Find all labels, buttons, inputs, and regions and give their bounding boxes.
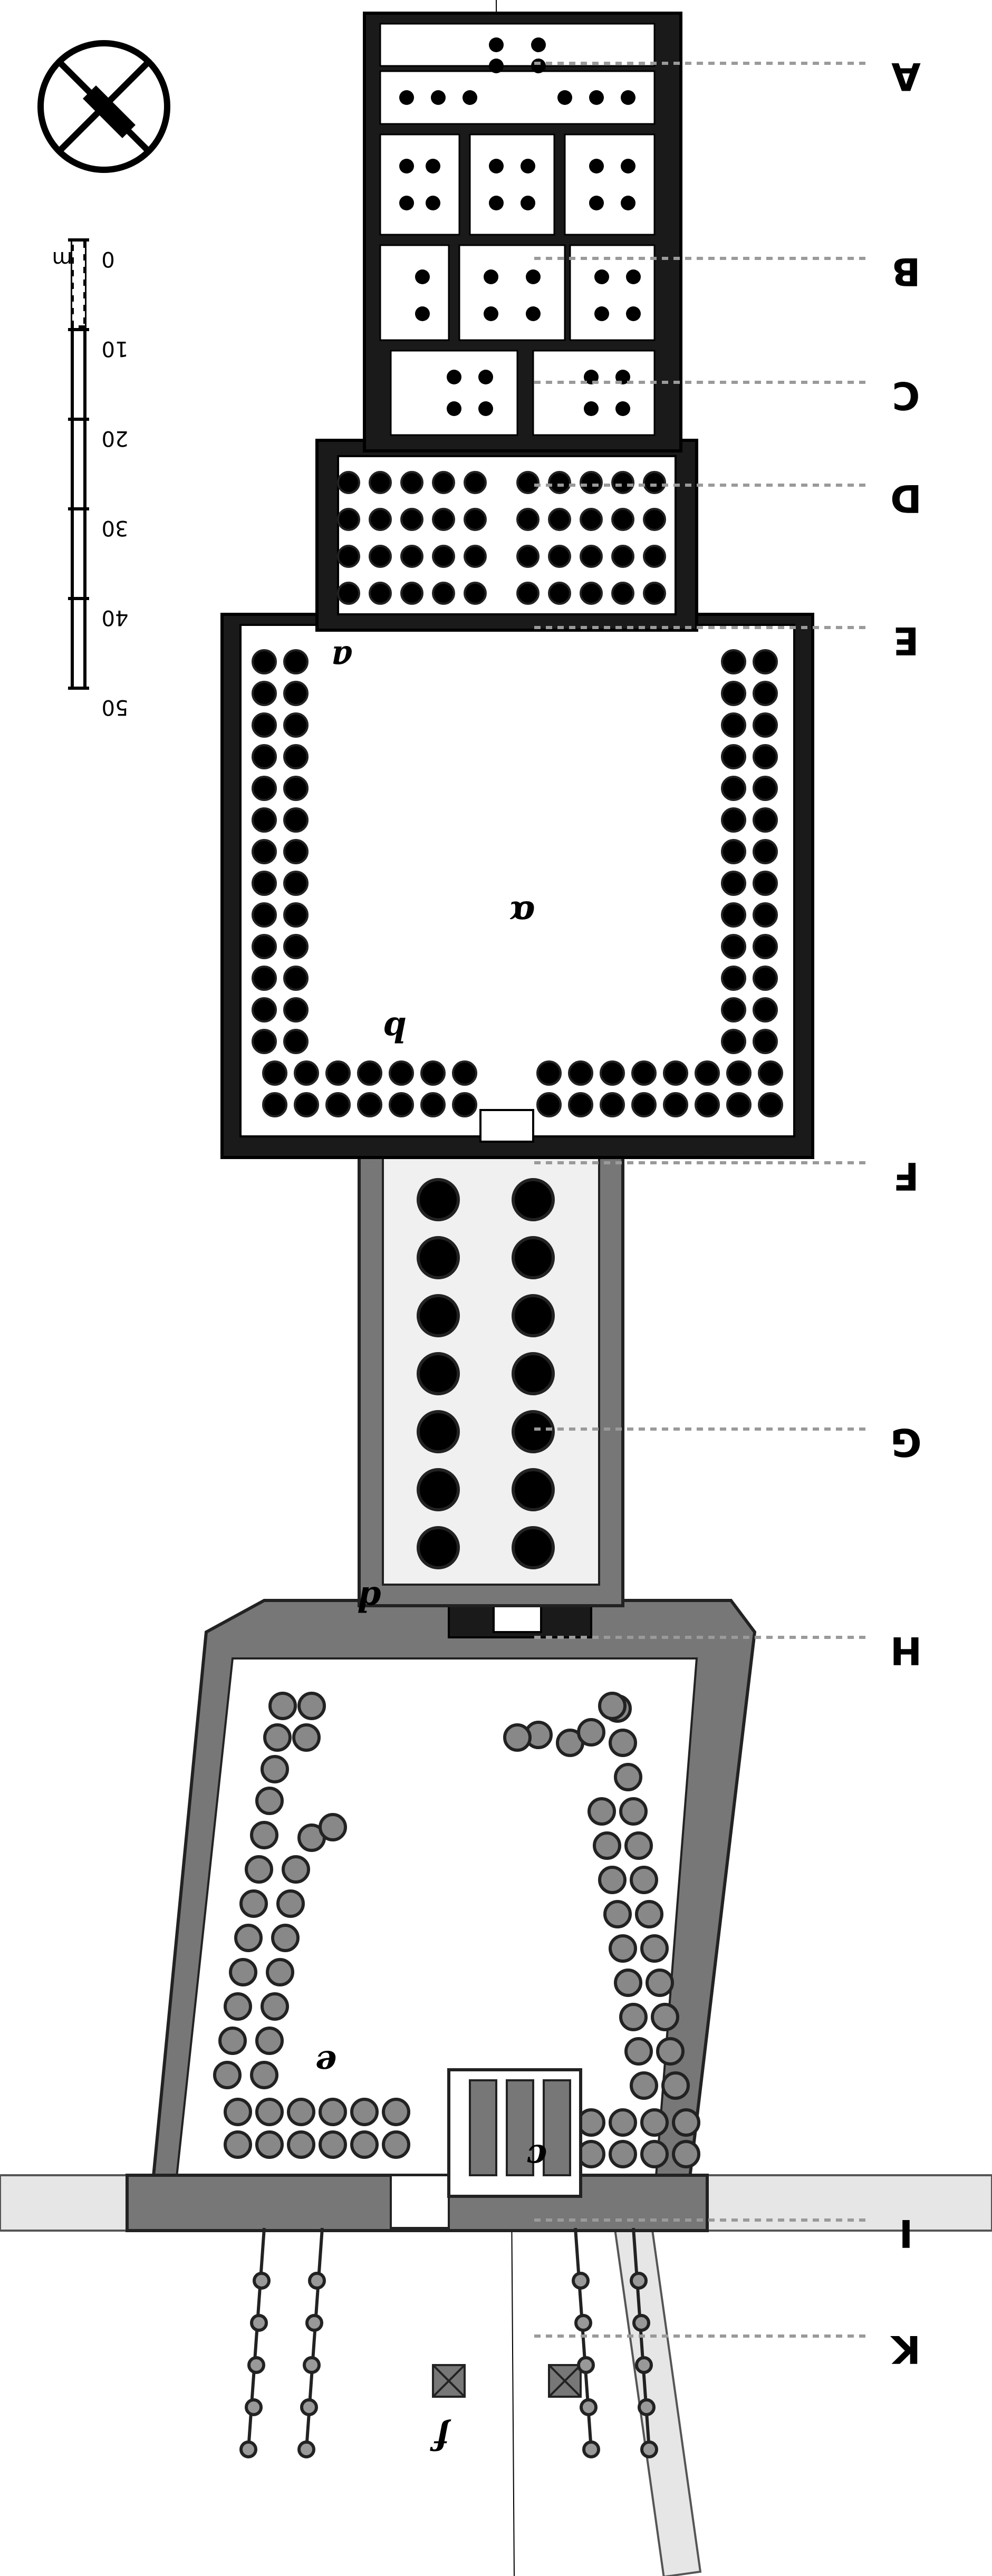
scale-tick-10: 10 bbox=[102, 336, 129, 361]
hypostyle-E-columns bbox=[337, 471, 666, 605]
shrine-c bbox=[447, 2068, 582, 2198]
label-c: c bbox=[527, 2137, 547, 2176]
forecourt-K bbox=[432, 2364, 582, 2398]
label-A: A bbox=[891, 54, 921, 99]
colonnade-G bbox=[358, 1103, 624, 1607]
section-I-cross-wall bbox=[0, 2174, 992, 2576]
sphinx-avenue bbox=[239, 2227, 658, 2458]
label-C: C bbox=[892, 373, 920, 418]
label-F: F bbox=[893, 1154, 919, 1198]
court-e bbox=[126, 1599, 757, 2232]
label-alpha: α bbox=[509, 893, 535, 933]
label-f: f bbox=[430, 2417, 451, 2457]
label-B: B bbox=[892, 249, 921, 294]
label-guides bbox=[533, 62, 865, 2338]
section-labels: A B C D E F G H I K bbox=[890, 54, 922, 2371]
label-d: d bbox=[358, 1579, 381, 1618]
label-E: E bbox=[893, 619, 919, 663]
label-b: b bbox=[383, 1009, 407, 1049]
label-I: I bbox=[899, 2211, 913, 2255]
label-a: a bbox=[331, 638, 352, 678]
colonnade-G-columns bbox=[417, 1178, 555, 1569]
label-D: D bbox=[890, 476, 922, 520]
label-e: e bbox=[315, 2043, 337, 2082]
scale-tick-50: 50 bbox=[102, 695, 129, 719]
court-alpha-columns bbox=[252, 649, 783, 1117]
sanctuary-block bbox=[363, 12, 682, 452]
area-labels: a b α d e c f bbox=[315, 638, 547, 2457]
scale-tick-20: 20 bbox=[102, 426, 129, 450]
label-G: G bbox=[890, 1420, 921, 1464]
scale-tick-40: 40 bbox=[102, 605, 129, 630]
scale-labels: 0 10 20 30 40 50 m bbox=[52, 247, 129, 719]
scale-unit: m bbox=[52, 247, 73, 271]
compass-rose-icon bbox=[37, 40, 170, 173]
sanctuary-columns bbox=[399, 37, 641, 416]
scale-tick-30: 30 bbox=[102, 516, 129, 540]
label-K: K bbox=[890, 2327, 921, 2371]
scale-tick-0: 0 bbox=[101, 247, 114, 271]
scale-bar bbox=[68, 238, 89, 690]
label-H: H bbox=[890, 1628, 922, 1673]
